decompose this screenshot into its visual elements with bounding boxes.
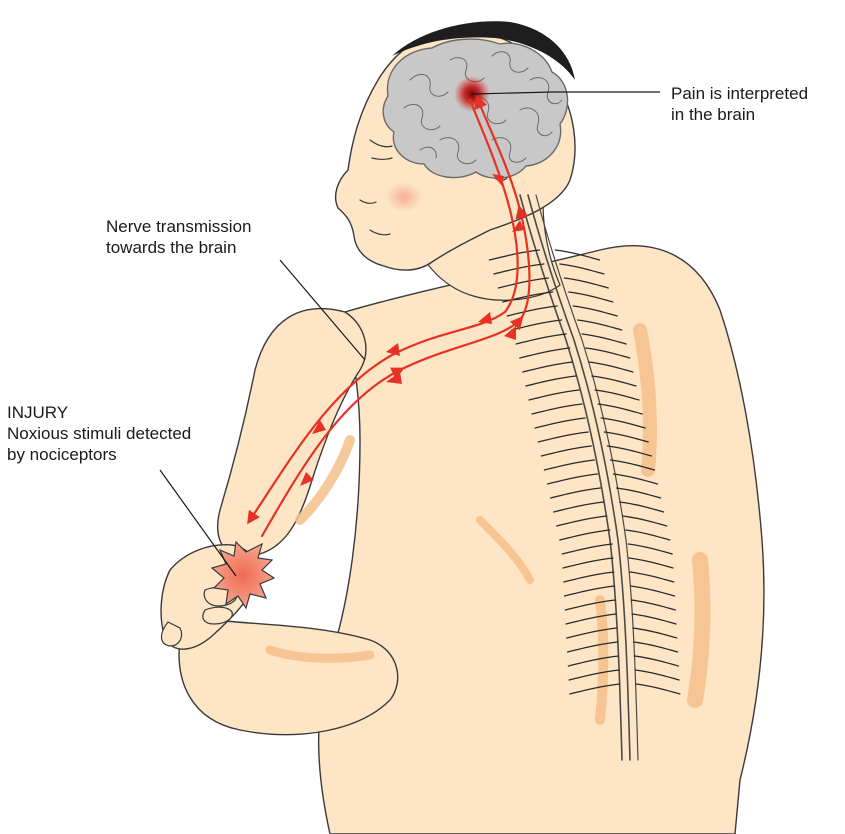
label-brain-line-2: in the brain	[671, 104, 808, 125]
label-pain-interpreted: Pain is interpreted in the brain	[671, 83, 808, 125]
label-nerve-transmission: Nerve transmission towards the brain	[106, 216, 252, 258]
label-injury-title: INJURY	[7, 402, 191, 423]
label-injury: INJURY Noxious stimuli detected by nocic…	[7, 402, 191, 465]
upper-arm	[218, 309, 366, 557]
label-injury-line-2: Noxious stimuli detected	[7, 423, 191, 444]
cheek-blush	[386, 182, 422, 212]
label-nerve-line-1: Nerve transmission	[106, 216, 252, 237]
torso	[319, 246, 764, 834]
label-nerve-line-2: towards the brain	[106, 237, 252, 258]
label-injury-line-3: by nociceptors	[7, 444, 191, 465]
label-brain-line-1: Pain is interpreted	[671, 83, 808, 104]
